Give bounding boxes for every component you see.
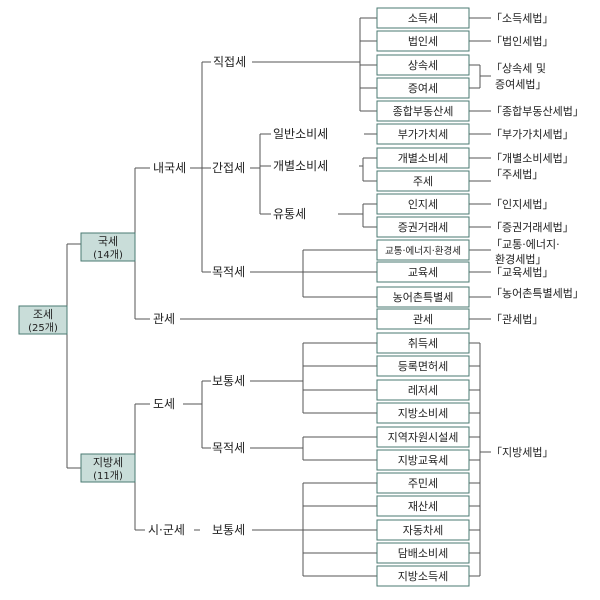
tax-vat-label: 부가가치세 <box>398 128 449 141</box>
root-label: 조세 <box>33 308 53 321</box>
tax-securities-transaction-label: 증권거래세 <box>398 221 449 234</box>
tax-stamp-box: 인지세 <box>376 193 470 215</box>
local-tax-node: 지방세 (11개) <box>80 453 136 483</box>
internal-tax-label: 내국세 <box>153 161 186 175</box>
circulation-tax-label: 유통세 <box>273 207 306 221</box>
law-labels: 「소득세법」 「법인세법」 「상속세 및 증여세법」 「종합부동산세법」 「부가… <box>491 12 584 459</box>
tax-inheritance-label: 상속세 <box>408 59 438 72</box>
direct-tax-label: 직접세 <box>213 55 246 69</box>
province-ordinary-tax-label: 보통세 <box>212 374 245 388</box>
customs-branch-label: 관세 <box>153 312 175 326</box>
tax-corporate-label: 법인세 <box>408 35 438 48</box>
law-vat: 「부가가치세법」 <box>491 128 574 141</box>
national-tax-count: (14개) <box>93 249 123 261</box>
tax-acquisition-label: 취득세 <box>408 337 438 350</box>
tax-acquisition-box: 취득세 <box>376 332 470 354</box>
national-tax-node: 국세 (14개) <box>80 232 136 262</box>
root-node: 조세 (25개) <box>18 305 68 335</box>
law-corporate: 「법인세법」 <box>491 35 553 48</box>
tax-registration-license-label: 등록면허세 <box>398 360 449 373</box>
tax-tobacco-consumption-box: 담배소비세 <box>376 542 470 564</box>
tax-item-boxes: 소득세법인세상속세증여세종합부동산세부가가치세개별소비세주세인지세증권거래세교통… <box>376 7 470 587</box>
tax-local-consumption-label: 지방소비세 <box>398 407 449 420</box>
tax-comprehensive-real-estate-label: 종합부동산세 <box>393 105 454 118</box>
individual-consumption-tax-label: 개별소비세 <box>273 159 328 173</box>
tax-customs-label: 관세 <box>413 313 433 326</box>
law-liquor: 「주세법」 <box>491 168 543 181</box>
tax-transport-energy-environment-label: 교통·에너지·환경세 <box>385 245 461 257</box>
tax-education-box: 교육세 <box>376 261 470 283</box>
local-tax-count: (11개) <box>93 470 123 482</box>
tax-income-label: 소득세 <box>408 12 438 25</box>
tax-individual-consumption-box: 개별소비세 <box>376 147 470 169</box>
tax-registration-license-box: 등록면허세 <box>376 355 470 377</box>
law-inheritance-line2: 증여세법」 <box>495 78 546 91</box>
tax-tobacco-consumption-label: 담배소비세 <box>398 547 449 560</box>
tax-rural-special-box: 농어촌특별세 <box>376 286 470 308</box>
law-income: 「소득세법」 <box>491 12 553 25</box>
tax-resident-label: 주민세 <box>408 477 438 490</box>
law-transport-line2: 환경세법」 <box>495 253 546 266</box>
tax-resident-box: 주민세 <box>376 472 470 494</box>
general-consumption-tax-label: 일반소비세 <box>273 127 328 141</box>
city-county-tax-label: 시·군세 <box>148 523 185 537</box>
connector-lines <box>66 17 491 577</box>
tax-vat-box: 부가가치세 <box>376 123 470 145</box>
province-purpose-tax-label: 목적세 <box>212 441 245 455</box>
tax-property-label: 재산세 <box>408 500 438 513</box>
law-individual-consumption: 「개별소비세법」 <box>491 152 574 165</box>
tax-securities-transaction-box: 증권거래세 <box>376 216 470 238</box>
indirect-tax-label: 간접세 <box>212 161 245 175</box>
province-tax-label: 도세 <box>153 397 175 411</box>
tax-stamp-label: 인지세 <box>408 198 438 211</box>
tax-leisure-label: 레저세 <box>408 384 438 397</box>
tax-local-education-box: 지방교육세 <box>376 449 470 471</box>
law-local: 「지방세법」 <box>491 446 553 459</box>
root-count: (25개) <box>28 322 58 334</box>
tax-income-box: 소득세 <box>376 7 470 29</box>
tax-local-income-label: 지방소득세 <box>398 570 449 583</box>
tax-corporate-box: 법인세 <box>376 30 470 52</box>
tax-customs-box: 관세 <box>376 308 470 330</box>
tax-automobile-box: 자동차세 <box>376 519 470 541</box>
law-comprehensive-real-estate: 「종합부동산세법」 <box>491 105 584 118</box>
tax-transport-energy-environment-box: 교통·에너지·환경세 <box>376 239 470 261</box>
law-inheritance-line1: 「상속세 및 <box>491 62 546 75</box>
tax-local-consumption-box: 지방소비세 <box>376 402 470 424</box>
tax-individual-consumption-label: 개별소비세 <box>398 152 449 165</box>
tax-regional-resource-facility-box: 지역자원시설세 <box>376 426 470 448</box>
local-tax-label: 지방세 <box>93 456 123 469</box>
tax-liquor-label: 주세 <box>413 175 433 188</box>
national-tax-label: 국세 <box>98 235 118 248</box>
national-purpose-tax-label: 목적세 <box>212 265 245 279</box>
city-ordinary-tax-label: 보통세 <box>212 523 245 537</box>
law-securities: 「증권거래세법」 <box>491 221 574 234</box>
tax-property-box: 재산세 <box>376 495 470 517</box>
law-transport-line1: 「교통·에너지· <box>491 238 560 251</box>
tax-automobile-label: 자동차세 <box>403 524 443 537</box>
tax-regional-resource-facility-label: 지역자원시설세 <box>388 431 459 444</box>
law-stamp: 「인지세법」 <box>491 198 553 211</box>
tax-local-income-box: 지방소득세 <box>376 565 470 587</box>
tax-local-education-label: 지방교육세 <box>398 454 449 467</box>
tax-gift-label: 증여세 <box>408 82 438 95</box>
tax-liquor-box: 주세 <box>376 170 470 192</box>
tax-leisure-box: 레저세 <box>376 379 470 401</box>
category-labels: 내국세 관세 직접세 간접세 목적세 일반소비세 개별소비세 유통세 도세 보통… <box>148 55 328 537</box>
tax-education-label: 교육세 <box>408 266 438 279</box>
tax-comprehensive-real-estate-box: 종합부동산세 <box>376 100 470 122</box>
tax-inheritance-box: 상속세 <box>376 54 470 76</box>
law-customs: 「관세법」 <box>491 313 543 326</box>
law-rural: 「농어촌특별세법」 <box>491 287 584 300</box>
tax-rural-special-label: 농어촌특별세 <box>393 291 454 304</box>
law-education: 「교육세법」 <box>491 266 553 279</box>
tax-gift-box: 증여세 <box>376 77 470 99</box>
